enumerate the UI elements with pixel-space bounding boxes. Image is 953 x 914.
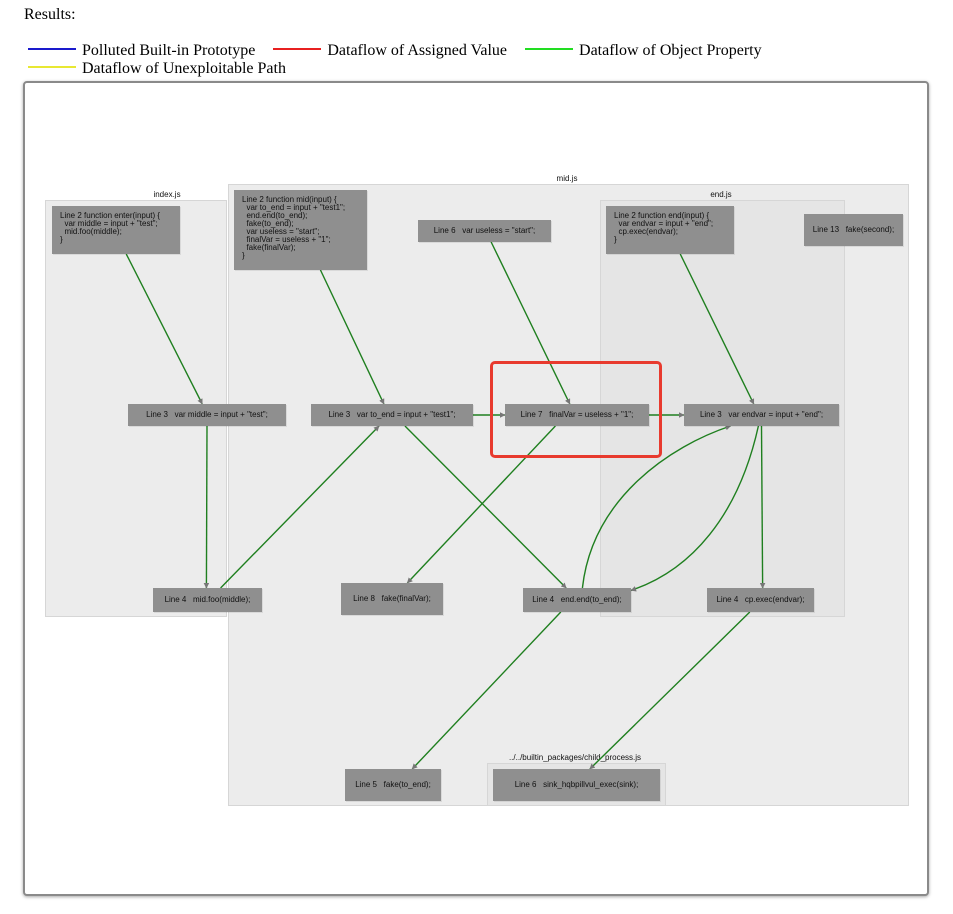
edge-endvar-decl-to-cp-exec-call bbox=[759, 425, 766, 589]
cluster-label-end: end.js bbox=[710, 190, 732, 199]
node-sink-exec[interactable]: Line 6 sink_hqbpillvul_exec(sink); bbox=[493, 769, 660, 801]
node-useless-declaration[interactable]: Line 6 var useless = "start"; bbox=[418, 220, 551, 242]
edge-cp-exec-call-to-sink-exec bbox=[589, 611, 751, 770]
node-label: Line 3 var middle = input + "test"; bbox=[146, 410, 268, 419]
node-label: Line 4 cp.exec(endvar); bbox=[716, 595, 805, 604]
cluster-label-index: index.js bbox=[153, 190, 181, 199]
edge-mid-foo-call-to-to-end-decl bbox=[220, 425, 380, 589]
highlight-box bbox=[490, 361, 662, 458]
legend-label: Polluted Built-in Prototype bbox=[82, 42, 256, 59]
legend-swatch-green bbox=[525, 48, 574, 51]
edge-endvar-decl-to-end-end-call bbox=[630, 425, 760, 592]
edge-end-def-to-endvar-decl bbox=[679, 253, 755, 405]
edge-enter-def-to-middle-decl bbox=[125, 253, 203, 405]
edge-end-end-call-to-fake-to-end bbox=[411, 611, 562, 770]
legend-swatch-yellow bbox=[28, 66, 76, 69]
edge-finalvar-assign-to-fake-finalvar bbox=[406, 425, 556, 584]
legend-item-assigned-value: Dataflow of Assigned Value bbox=[273, 42, 507, 60]
edge-middle-decl-to-mid-foo-call bbox=[203, 425, 210, 589]
node-label: Line 3 var endvar = input + "end"; bbox=[699, 410, 824, 419]
edge-mid-def-to-to-end-decl bbox=[319, 269, 385, 405]
legend-item-unexploitable-path: Dataflow of Unexploitable Path bbox=[28, 60, 286, 78]
node-label: Line 7 finalVar = useless + "1"; bbox=[520, 410, 634, 419]
node-label: Line 6 sink_hqbpillvul_exec(sink); bbox=[514, 780, 639, 789]
legend-item-object-property: Dataflow of Object Property bbox=[525, 42, 762, 60]
node-label: Line 4 mid.foo(middle); bbox=[164, 595, 251, 604]
results-heading: Results: bbox=[24, 6, 76, 23]
cluster-label-mid: mid.js bbox=[556, 174, 578, 183]
node-label: Line 4 end.end(to_end); bbox=[532, 595, 622, 604]
node-enter-function[interactable]: Line 2 function enter(input) { var middl… bbox=[52, 206, 180, 254]
node-fake-to-end[interactable]: Line 5 fake(to_end); bbox=[345, 769, 441, 801]
node-to-end-declaration[interactable]: Line 3 var to_end = input + "test1"; bbox=[311, 404, 473, 426]
legend: Polluted Built-in Prototype Dataflow of … bbox=[28, 42, 928, 78]
node-label: Line 13 fake(second); bbox=[812, 225, 895, 234]
legend-item-polluted-prototype: Polluted Built-in Prototype bbox=[28, 42, 255, 60]
node-finalvar-assignment[interactable]: Line 7 finalVar = useless + "1"; bbox=[505, 404, 649, 426]
node-fake-second[interactable]: Line 13 fake(second); bbox=[804, 214, 903, 246]
node-endvar-declaration[interactable]: Line 3 var endvar = input + "end"; bbox=[684, 404, 839, 426]
legend-swatch-blue bbox=[28, 48, 76, 51]
legend-label: Dataflow of Assigned Value bbox=[327, 42, 508, 59]
node-label: Line 2 function mid(input) { var to_end … bbox=[242, 195, 346, 260]
legend-label: Dataflow of Unexploitable Path bbox=[82, 60, 286, 77]
node-end-end-call[interactable]: Line 4 end.end(to_end); bbox=[523, 588, 631, 612]
node-middle-declaration[interactable]: Line 3 var middle = input + "test"; bbox=[128, 404, 286, 426]
node-label: Line 3 var to_end = input + "test1"; bbox=[328, 410, 456, 419]
edge-useless-decl-to-finalvar-assign bbox=[490, 241, 571, 405]
node-mid-foo-call[interactable]: Line 4 mid.foo(middle); bbox=[153, 588, 262, 612]
node-label: Line 2 function enter(input) { var middl… bbox=[60, 211, 161, 244]
edge-to-end-decl-to-end-end-call bbox=[404, 425, 567, 589]
node-label: Line 5 fake(to_end); bbox=[355, 780, 431, 789]
node-cp-exec-call[interactable]: Line 4 cp.exec(endvar); bbox=[707, 588, 814, 612]
legend-label: Dataflow of Object Property bbox=[579, 42, 762, 59]
legend-swatch-red bbox=[273, 48, 322, 51]
cluster-label-child-process: ../../builtin_packages/child_process.js bbox=[508, 753, 642, 762]
node-label: Line 8 fake(finalVar); bbox=[353, 594, 431, 603]
edge-end-end-call-to-endvar-decl bbox=[581, 424, 732, 589]
node-mid-function[interactable]: Line 2 function mid(input) { var to_end … bbox=[234, 190, 367, 270]
node-fake-finalvar[interactable]: Line 8 fake(finalVar); bbox=[341, 583, 443, 615]
node-end-function[interactable]: Line 2 function end(input) { var endvar … bbox=[606, 206, 734, 254]
node-label: Line 6 var useless = "start"; bbox=[433, 226, 536, 235]
node-label: Line 2 function end(input) { var endvar … bbox=[614, 211, 714, 244]
